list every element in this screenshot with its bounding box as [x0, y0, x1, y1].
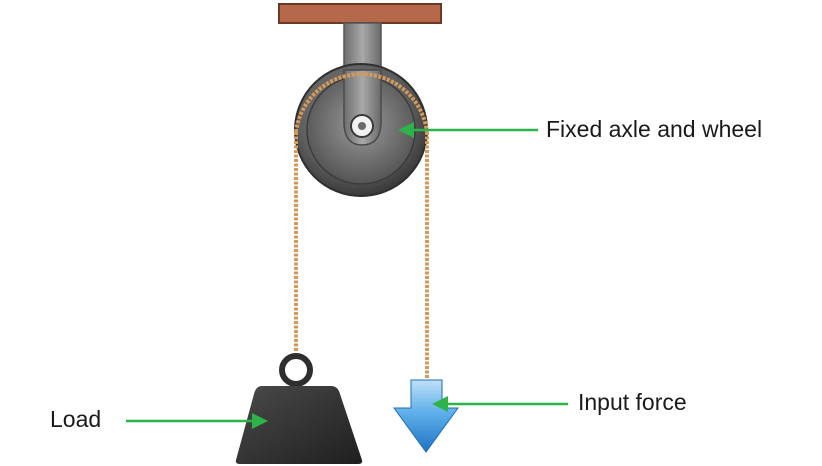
load-ring — [279, 353, 313, 387]
input-force-arrow — [393, 379, 459, 453]
down-arrow-icon — [393, 379, 459, 453]
pointer-arrow-fixed-axle — [398, 122, 538, 138]
load-block — [235, 386, 363, 464]
pointer-arrow-input-force — [432, 396, 568, 412]
label-input-force: Input force — [578, 389, 687, 415]
label-fixed-axle-and-wheel: Fixed axle and wheel — [546, 116, 763, 142]
pointer-arrow-load — [126, 413, 268, 429]
ceiling-mount-bar — [278, 3, 442, 24]
label-load: Load — [50, 406, 102, 432]
rope-over-wheel — [294, 72, 429, 133]
weight-icon — [235, 353, 363, 464]
pulley-wheel-icon — [294, 63, 428, 197]
